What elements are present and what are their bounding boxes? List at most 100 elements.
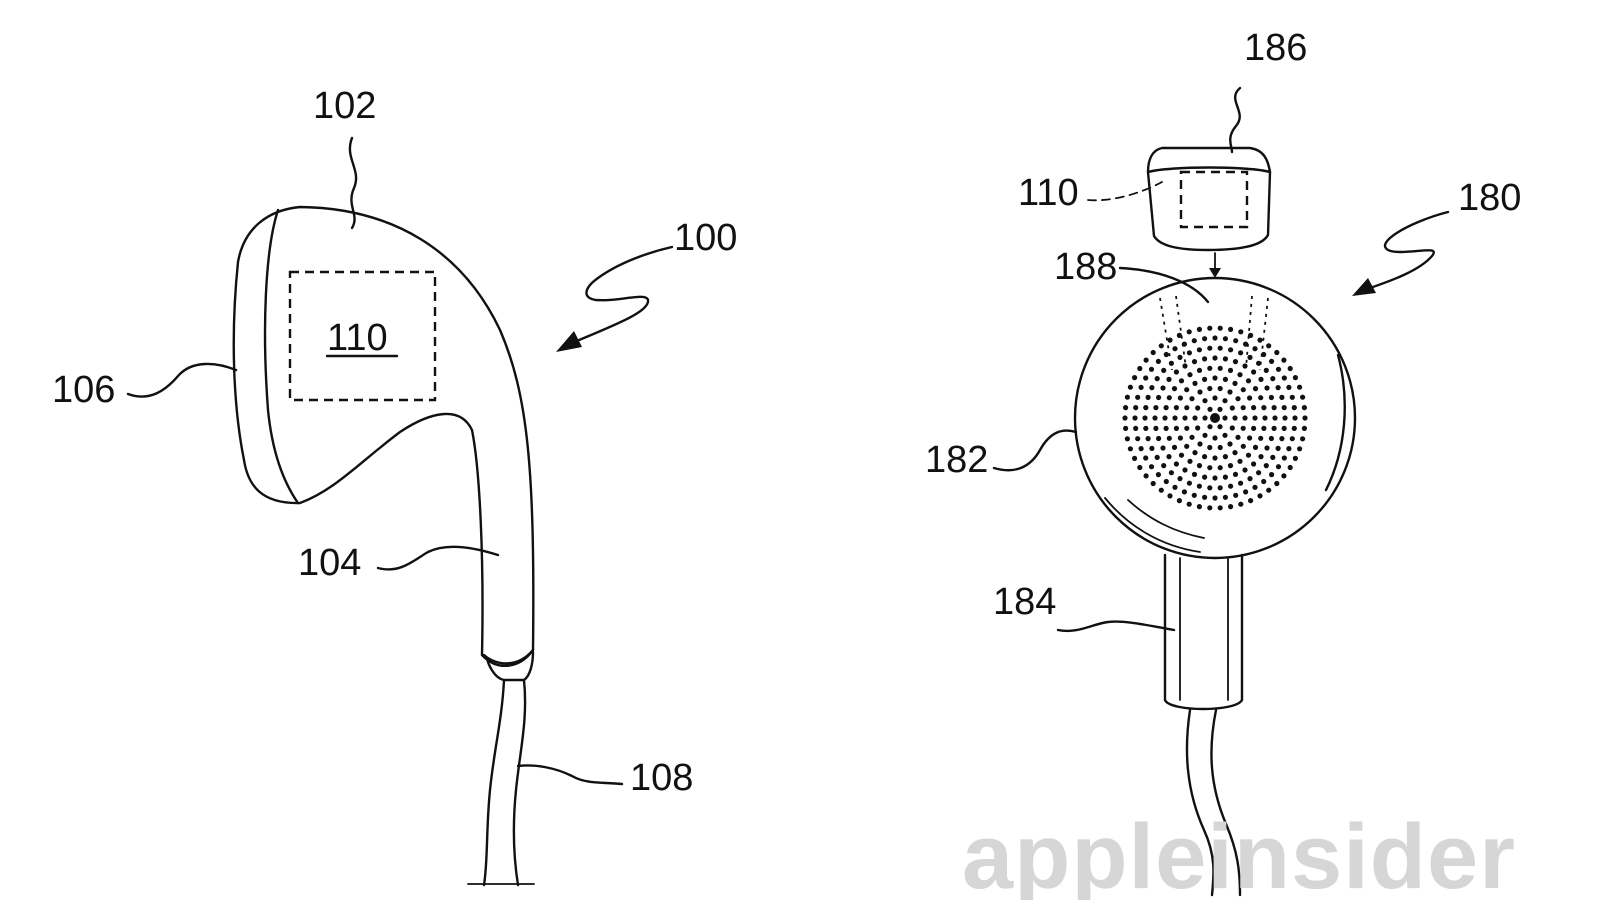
leader-line-104 [376, 545, 500, 571]
grille-hole [1222, 398, 1228, 404]
grille-hole [1268, 394, 1274, 401]
grille-hole [1196, 504, 1202, 510]
grille-hole [1222, 415, 1228, 421]
grille-hole [1217, 406, 1223, 412]
grille-hole [1212, 335, 1218, 341]
grille-hole [1191, 492, 1197, 498]
grille-hole [1163, 478, 1169, 485]
grille-hole [1143, 473, 1149, 479]
grille-hole [1161, 367, 1167, 373]
grille-hole [1228, 483, 1234, 489]
grille-hole [1245, 378, 1252, 384]
grille-hole [1132, 415, 1138, 421]
grille-hole [1178, 452, 1185, 458]
grille-hole [1163, 425, 1169, 431]
grille-hole [1178, 378, 1185, 384]
grille-hole [1281, 405, 1287, 411]
grille-hole [1217, 444, 1223, 451]
grille-hole [1191, 338, 1197, 344]
grille-hole [1302, 415, 1308, 421]
grille-hole [1212, 375, 1218, 381]
grille-hole [1269, 472, 1275, 478]
grille-hole [1197, 389, 1203, 395]
grille-hole [1217, 465, 1223, 471]
housing-highlight [1127, 499, 1205, 539]
grille-hole [1171, 444, 1178, 450]
grille-hole [1156, 435, 1162, 442]
housing-inner-arc [1324, 353, 1346, 492]
grille-hole [1132, 455, 1138, 461]
grille-hole [1228, 504, 1234, 510]
grille-hole [1261, 425, 1267, 431]
component-outline [288, 270, 437, 402]
label-182: 182 [925, 439, 988, 481]
grille-hole [1237, 458, 1243, 464]
grille-hole [1137, 464, 1143, 471]
grille-hole [1207, 325, 1213, 331]
grille-hole [1133, 425, 1139, 431]
grille-hole [1172, 415, 1178, 421]
grille-hole [1238, 480, 1244, 486]
grille-hole [1196, 483, 1202, 489]
grille-hole [1258, 435, 1264, 441]
grille-hole [1227, 389, 1233, 395]
grille-hole [1145, 436, 1151, 442]
grille-hole [1191, 471, 1198, 477]
grille-hole [1233, 338, 1239, 344]
grille-hole [1184, 405, 1190, 411]
grille-hole [1202, 432, 1208, 438]
grille-hole [1196, 347, 1202, 353]
grille-hole [1286, 384, 1292, 390]
grille-hole [1158, 343, 1164, 349]
earbud-cable [482, 678, 506, 887]
grille-hole [1222, 474, 1228, 480]
leader-line-108 [516, 764, 624, 786]
grille-hole [1242, 467, 1248, 473]
front-stem [1163, 553, 1244, 711]
grille-hole [1217, 385, 1223, 392]
grille-hole [1171, 386, 1178, 392]
grille-hole [1177, 435, 1183, 441]
grille-hole [1149, 445, 1155, 451]
port-channel [1259, 297, 1269, 371]
grille-hole [1166, 376, 1172, 382]
grille-hole [1271, 425, 1277, 431]
grille-hole [1197, 441, 1203, 447]
grille-hole [1160, 445, 1166, 451]
grille-hole [1202, 415, 1208, 421]
grille-hole [1281, 425, 1287, 431]
grille-hole [1258, 376, 1264, 382]
grille-hole [1152, 415, 1158, 421]
grille-hole [1301, 425, 1307, 431]
grille-hole [1184, 387, 1190, 393]
right-labels: 186 110 180 188 182 184 [925, 27, 1521, 623]
speaker-grille [1122, 325, 1308, 511]
grille-hole [1222, 454, 1228, 460]
right-leader-lines [992, 86, 1450, 633]
grille-hole [1124, 436, 1130, 442]
grille-hole [1207, 406, 1213, 412]
grille-hole [1229, 405, 1235, 411]
grille-hole [1258, 454, 1264, 460]
grille-hole [1286, 446, 1292, 452]
grille-hole [1217, 505, 1223, 511]
grille-hole [1145, 394, 1151, 400]
front-face-seam [263, 208, 300, 505]
grille-hole [1227, 367, 1234, 373]
grille-hole [1261, 478, 1267, 485]
grille-hole [1173, 425, 1179, 431]
grille-hole [1212, 355, 1218, 361]
grille-hole [1240, 405, 1246, 411]
grille-hole [1127, 384, 1133, 390]
stem-collar [482, 648, 535, 665]
grille-hole [1172, 484, 1178, 490]
grille-hole [1177, 354, 1183, 360]
grille-hole [1207, 505, 1213, 511]
grille-hole [1184, 443, 1190, 449]
grille-hole [1212, 435, 1218, 441]
grille-hole [1149, 385, 1155, 391]
label-184: 184 [993, 581, 1056, 623]
grille-hole [1264, 445, 1270, 451]
grille-hole [1177, 395, 1183, 401]
